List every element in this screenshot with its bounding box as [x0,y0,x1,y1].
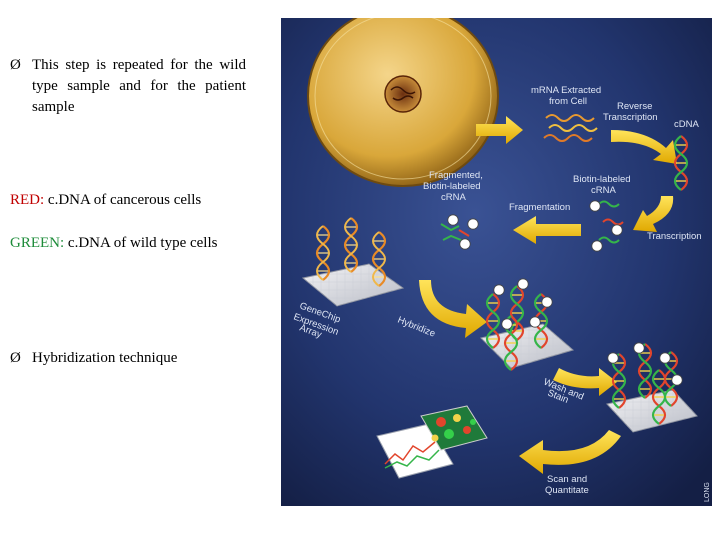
label-transcription: Transcription [647,231,702,242]
label-bio-1: Biotin-labeled [573,174,631,185]
label-fragmentation: Fragmentation [509,202,570,213]
hybridized-array [480,278,575,372]
cell-illustration [307,18,499,187]
bullet-text: Hybridization technique [32,350,178,366]
bullet-arrow-icon: Ø [10,57,21,73]
label-scan-2: Quantitate [545,485,589,496]
label-frag-2: Biotin-labeled [423,181,481,192]
arrow-extract [476,116,523,144]
legend-red-text: c.DNA of cancerous cells [44,192,202,208]
scan-result [376,405,488,479]
bullet-text: This step is repeated for the wild type … [32,57,246,115]
mrna-strands [543,114,598,142]
label-mrna-2: from Cell [549,96,587,107]
bullet-repeated-step: Ø This step is repeated for the wild typ… [10,55,246,118]
arrow-transcription [633,196,674,232]
label-credit: LONG [704,482,711,502]
label-bio-2: cRNA [591,185,616,196]
arrow-fragmentation [513,216,581,244]
biotin-crna-fragments [589,200,624,252]
arrow-hybridize [419,280,487,338]
genechip-array [301,216,405,307]
bullet-arrow-icon: Ø [10,350,21,366]
legend-red: RED: c.DNA of cancerous cells [10,190,201,210]
bullet-hybridization: Ø Hybridization technique [10,348,270,369]
legend-green: GREEN: c.DNA of wild type cells [10,233,217,253]
arrow-reverse-transcription [611,130,677,164]
label-scan-1: Scan and [547,474,587,485]
legend-green-text: c.DNA of wild type cells [64,235,218,251]
label-rt-2: Transcription [603,112,658,123]
microarray-process-diagram: mRNA Extracted from Cell Reverse Transcr… [281,18,712,506]
fragmented-crna [440,214,479,250]
label-mrna-1: mRNA Extracted [531,85,601,96]
label-frag-3: cRNA [441,192,466,203]
arrow-scan [519,430,621,474]
legend-green-label: GREEN: [10,235,65,251]
stained-array [606,342,698,433]
label-rt-1: Reverse [617,101,652,112]
arrow-wash [553,368,617,396]
label-frag-1: Fragmented, [429,170,483,181]
legend-red-label: RED: [10,192,45,208]
label-cdna: cDNA [674,119,699,130]
